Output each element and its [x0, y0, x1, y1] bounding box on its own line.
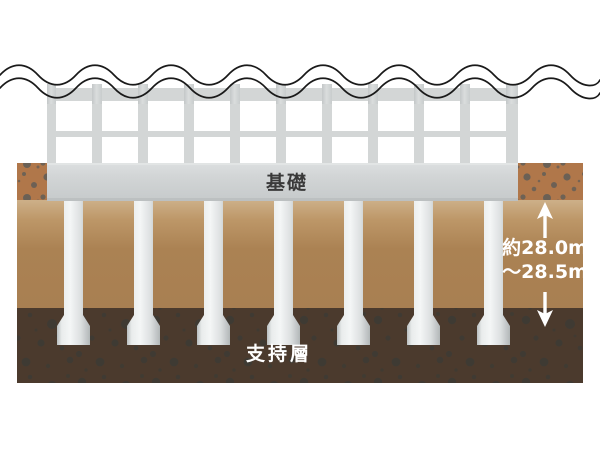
- pile-group: [57, 200, 510, 345]
- depth-dimension-indicator: [537, 202, 553, 327]
- soil-block-right: [518, 163, 583, 201]
- wave-line-lower: [0, 77, 600, 100]
- pile: [197, 200, 230, 345]
- depth-label-line1: 約28.0m: [502, 236, 588, 259]
- wave-line-upper: [0, 64, 600, 87]
- pile: [57, 200, 90, 345]
- soil-cut-blocks: [17, 163, 583, 201]
- building-windows: [56, 101, 506, 164]
- depth-label-line2: 〜28.5m: [502, 261, 588, 283]
- pile: [267, 200, 300, 345]
- foundation-slab: [47, 163, 518, 201]
- foundation-label: 基礎: [265, 171, 308, 194]
- soil-block-left: [17, 163, 47, 201]
- arrow-up-icon: [537, 202, 553, 238]
- building-superstructure: [47, 84, 518, 164]
- pile: [477, 200, 510, 345]
- arrow-down-icon: [537, 292, 553, 327]
- bearing-stratum-label: 支持層: [245, 342, 312, 365]
- pile: [407, 200, 440, 345]
- break-wave-lines: [0, 64, 600, 100]
- pile: [127, 200, 160, 345]
- pile: [337, 200, 370, 345]
